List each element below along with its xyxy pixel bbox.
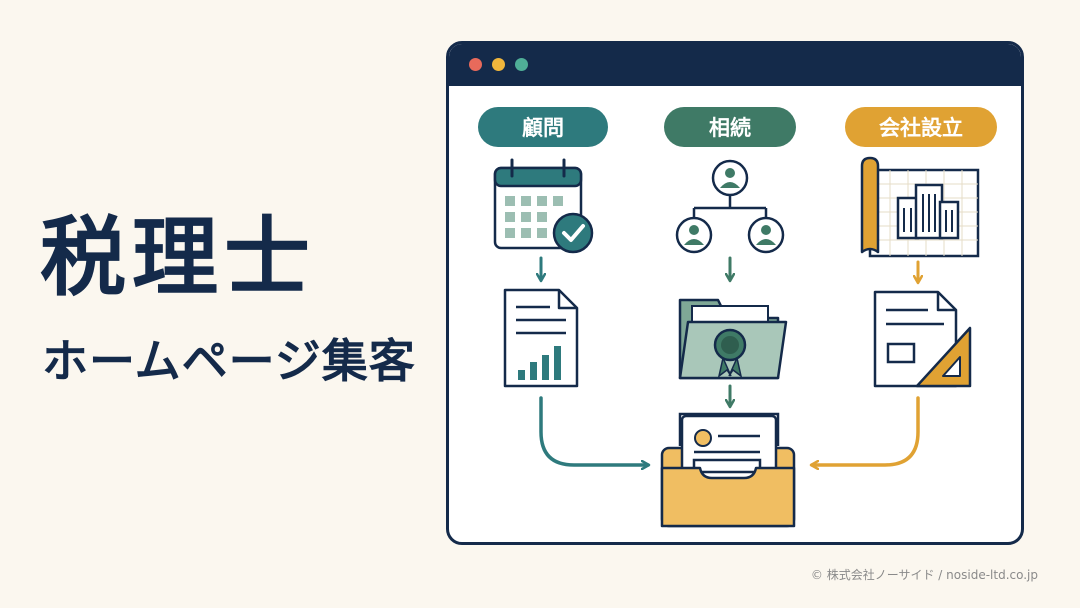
inbox-tray-icon bbox=[660, 412, 796, 528]
page-subtitle: ホームページ集客 bbox=[42, 334, 416, 388]
flow-diagram: 顧問 相続 会社設立 bbox=[478, 107, 997, 528]
category-pill-souzoku[interactable]: 相続 bbox=[664, 107, 796, 147]
browser-window: 顧問 相続 会社設立 bbox=[446, 41, 1024, 545]
window-maximize-dot[interactable] bbox=[515, 58, 528, 71]
folder-seal-icon bbox=[678, 298, 788, 380]
arrow-komon-to-inbox bbox=[539, 396, 648, 465]
category-label-komon: 顧問 bbox=[522, 116, 564, 140]
building-blueprint-icon bbox=[860, 156, 980, 258]
category-pill-kaisha[interactable]: 会社設立 bbox=[845, 107, 997, 147]
family-tree-icon bbox=[675, 159, 785, 254]
category-label-souzoku: 相続 bbox=[709, 116, 751, 140]
arrow-kaisha-to-inbox bbox=[812, 396, 920, 465]
category-label-kaisha: 会社設立 bbox=[879, 116, 963, 140]
window-titlebar bbox=[449, 44, 1021, 86]
report-chart-icon bbox=[503, 288, 579, 388]
category-pill-komon[interactable]: 顧問 bbox=[478, 107, 608, 147]
copyright-text: © 株式会社ノーサイド / noside-ltd.co.jp bbox=[810, 568, 1038, 582]
document-ruler-icon bbox=[873, 290, 972, 388]
page-title: 税理士 bbox=[40, 208, 316, 308]
window-close-dot[interactable] bbox=[469, 58, 482, 71]
window-minimize-dot[interactable] bbox=[492, 58, 505, 71]
calendar-check-icon bbox=[493, 158, 594, 254]
